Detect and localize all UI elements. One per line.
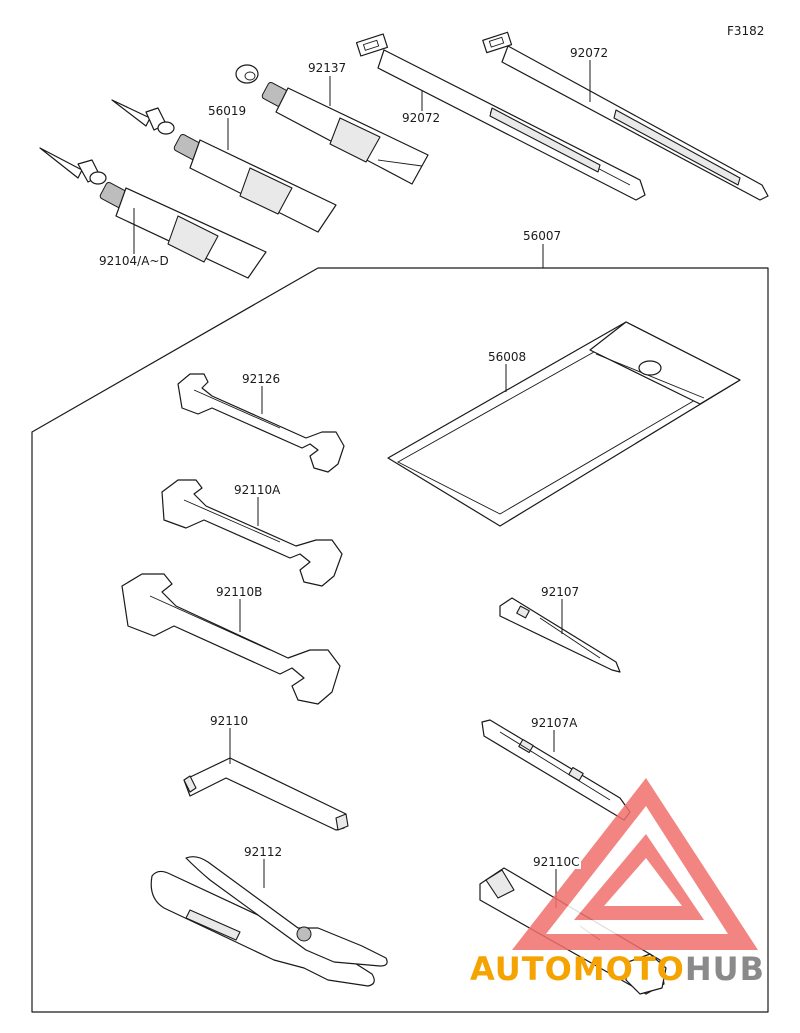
watermark-brand: AUTOMOTOHUB [470, 950, 765, 988]
watermark-brand-part1: AUTOMOTO [470, 950, 685, 988]
hex-key-92110 [183, 757, 349, 831]
wrench-92110A [161, 479, 343, 587]
label-box-wrench: 92110C [532, 855, 581, 869]
label-wrench-92110A: 92110A [233, 483, 282, 497]
cable-tie-1-teeth [489, 107, 601, 173]
watermark-logo [512, 778, 758, 950]
label-cable-tie-2: 92072 [569, 46, 610, 60]
toolkit-outline [31, 244, 769, 1013]
tube-92137 [235, 64, 429, 185]
watermark-brand-part2: HUB [684, 950, 766, 988]
label-tool-bag: 56008 [487, 350, 528, 364]
tool-bag-56008 [387, 321, 741, 527]
cable-tie-2 [482, 31, 769, 201]
label-pliers: 92112 [243, 845, 284, 859]
figure-code: F3182 [726, 24, 766, 38]
wrench-92126 [177, 373, 345, 473]
pliers-92112 [150, 856, 388, 987]
label-hex-key: 92110 [209, 714, 250, 728]
label-tube-92104: 92104/A~D [98, 254, 170, 268]
screwdriver-bit-92107 [499, 597, 621, 673]
label-cable-tie-1: 92072 [401, 111, 442, 125]
wrench-92110B [121, 573, 341, 705]
tube-92104 [39, 147, 267, 279]
cable-tie-1 [355, 33, 646, 201]
tube-56019 [111, 99, 337, 233]
label-screwdriver: 92107A [530, 716, 579, 730]
screwdriver-92107A [481, 719, 631, 821]
label-toolkit: 56007 [522, 229, 563, 243]
label-tube-92137: 92137 [307, 61, 348, 75]
label-screwdriver-bit: 92107 [540, 585, 581, 599]
label-tube-56019: 56019 [207, 104, 248, 118]
label-wrench-92126: 92126 [241, 372, 282, 386]
label-wrench-92110B: 92110B [215, 585, 264, 599]
